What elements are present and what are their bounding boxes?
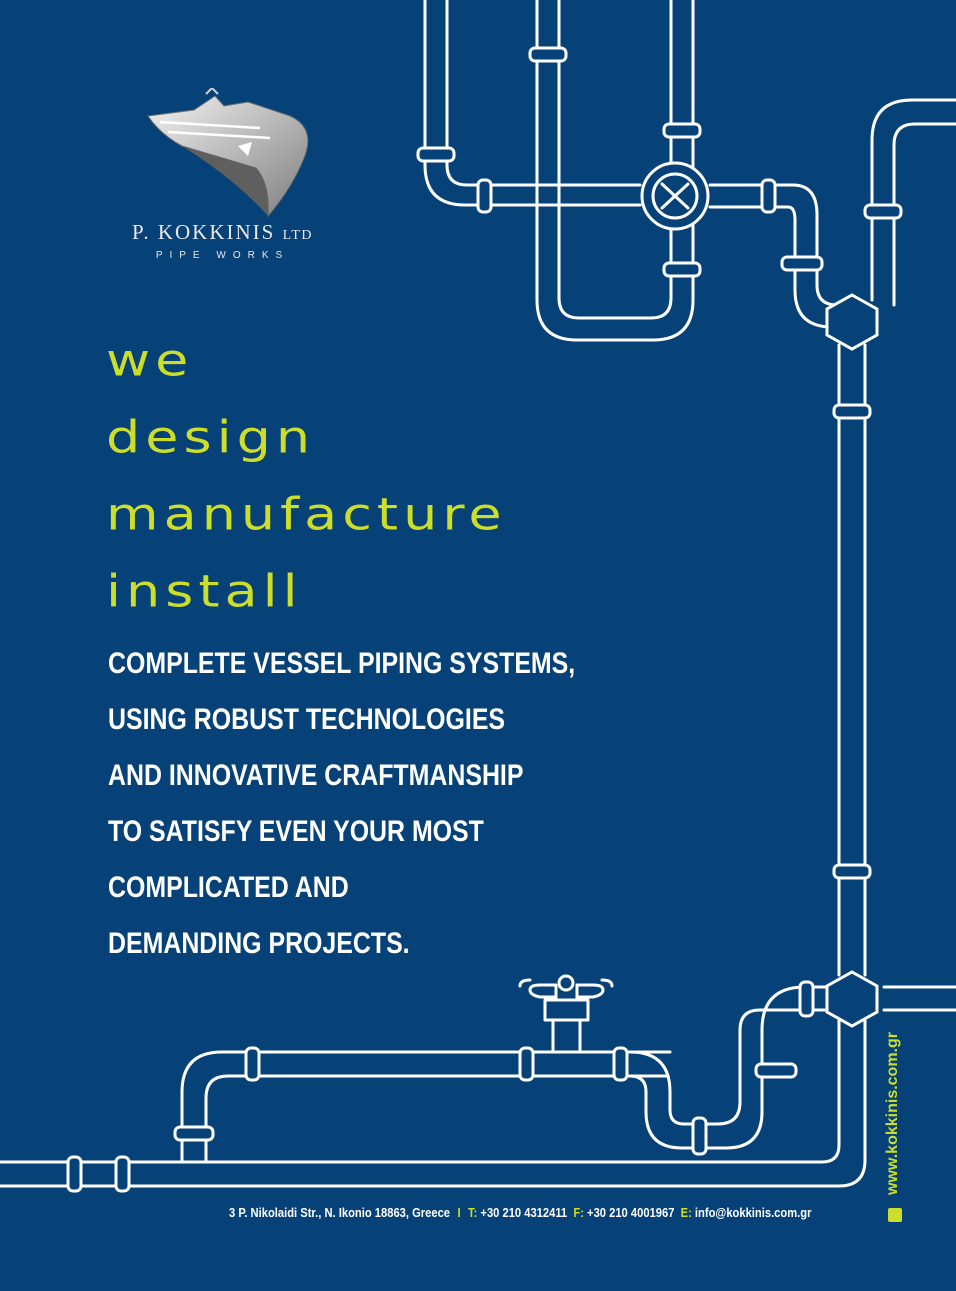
brand-logo: P. KOKKINIS LTD PIPE WORKS [100, 88, 345, 268]
body-copy-line: AND INNOVATIVE CRAFTMANSHIP [108, 759, 524, 792]
headline-line: MANUFACTURE [106, 488, 507, 541]
body-copy-line: COMPLETE VESSEL PIPING SYSTEMS, [108, 647, 576, 680]
phone-number: +30 210 4312411 [480, 1205, 568, 1220]
brand-tagline: PIPE WORKS [155, 250, 290, 261]
body-copy-line: TO SATISFY EVEN YOUR MOST [108, 815, 484, 848]
brand-name-text: P. KOKKINIS [131, 220, 276, 244]
email-label: E: [680, 1205, 692, 1220]
email-link[interactable]: info@kokkinis.com.gr [694, 1205, 812, 1220]
headline-line: DESIGN [106, 411, 316, 464]
website-bullet-icon [888, 1208, 902, 1222]
separator: I [457, 1205, 461, 1220]
valve-icon [640, 161, 710, 231]
contact-line: 3 P. Nikolaidi Str., N. Ikonio 18863, Gr… [229, 1205, 811, 1220]
headline-line: INSTALL [106, 565, 303, 618]
body-copy: COMPLETE VESSEL PIPING SYSTEMS, USING RO… [108, 636, 671, 972]
body-copy-line: COMPLICATED AND [108, 871, 349, 904]
hex-fitting-icon [825, 970, 879, 1028]
body-copy-line: DEMANDING PROJECTS. [108, 927, 410, 960]
brand-name: P. KOKKINIS LTD [100, 220, 345, 245]
fax-number: +30 210 4001967 [587, 1205, 675, 1220]
phone-label: T: [467, 1205, 478, 1220]
headline-line: WE [106, 334, 194, 387]
fax-label: F: [573, 1205, 584, 1220]
ship-bow-icon [147, 88, 309, 218]
website-link[interactable]: www.kokkinis.com.gr [884, 1031, 901, 1195]
brand-suffix: LTD [282, 228, 314, 243]
body-copy-line: USING ROBUST TECHNOLOGIES [108, 703, 506, 736]
hex-fitting-icon [825, 293, 879, 351]
headline: WE DESIGN MANUFACTURE INSTALL [106, 322, 507, 630]
address: 3 P. Nikolaidi Str., N. Ikonio 18863, Gr… [229, 1205, 451, 1220]
